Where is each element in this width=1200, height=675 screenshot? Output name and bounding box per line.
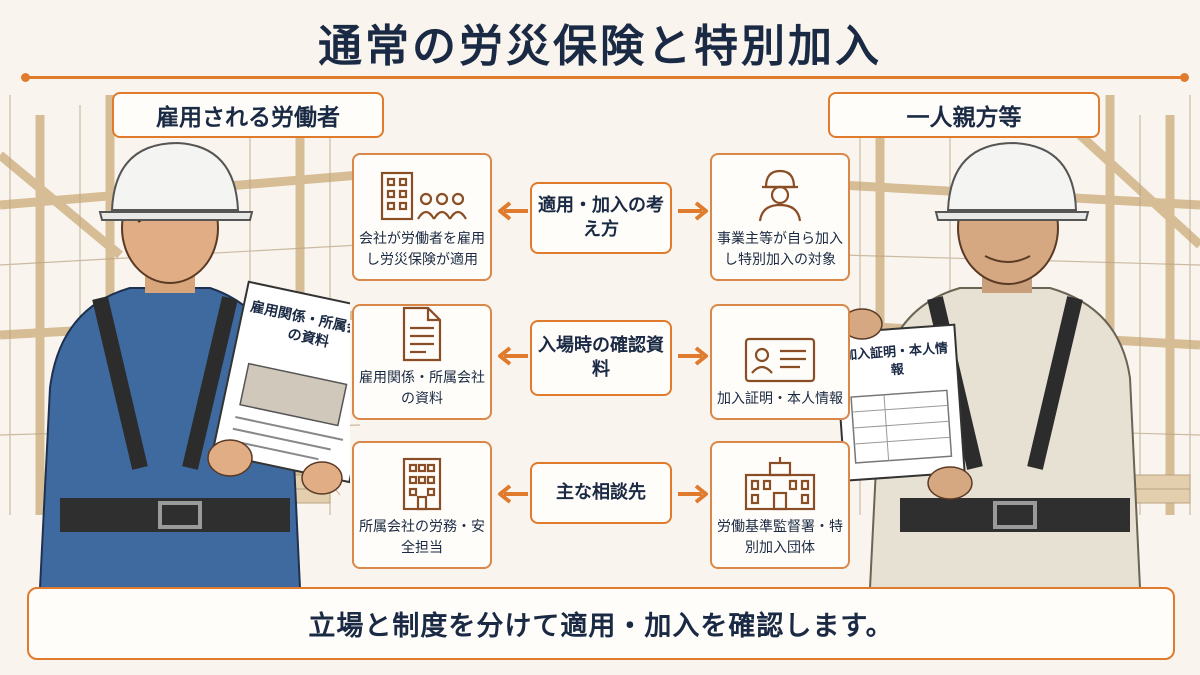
center-application-concept: 適用・加入の考え方 [530,182,672,254]
center-consultation: 主な相談先 [530,462,672,524]
card-left-documents: 雇用関係・所属会社の資料 [352,304,492,420]
card-left-application-text: 会社が労働者を雇用し労災保険が適用 [359,231,485,268]
arrow-right-icon [678,201,708,221]
card-right-documents-text: 加入証明・本人情報 [717,391,843,407]
arrow-right-icon [678,484,708,504]
sole-contractor-illustration: 加入証明・本人情報 [833,141,1142,588]
summary-banner: 立場と制度を分けて適用・加入を確認します。 [27,587,1175,660]
card-right-application-text: 事業主等が自ら加入し特別加入の対象 [717,231,843,268]
arrow-left-icon [498,201,528,221]
employed-worker-illustration: 雇用関係・所属会社の資料 [38,141,350,588]
title-divider [21,73,1189,82]
label-sole-contractor: 一人親方等 [828,92,1100,138]
card-left-contact-text: 所属会社の労務・安全担当 [359,519,485,556]
card-left-contact: 所属会社の労務・安全担当 [352,441,492,569]
card-right-contact: 労働基準監督署・特別加入団体 [710,441,850,569]
label-employed-worker: 雇用される労働者 [112,92,384,138]
document-icon [402,306,442,362]
office-building-icon [402,457,442,511]
right-document-text: 加入証明・本人情報 [843,341,949,378]
arrow-left-icon [498,484,528,504]
center-entry-documents: 入場時の確認資料 [530,320,672,396]
page-title: 通常の労災保険と特別加入 [318,21,882,72]
company-workers-icon [380,171,467,221]
person-helmet-icon [758,169,802,222]
card-left-application: 会社が労働者を雇用し労災保険が適用 [352,153,492,281]
id-card-icon [744,337,816,383]
government-building-icon [744,457,816,511]
arrow-right-icon [678,346,708,366]
card-right-application: 事業主等が自ら加入し特別加入の対象 [710,153,850,281]
card-left-documents-text: 雇用関係・所属会社の資料 [359,370,485,407]
card-right-contact-text: 労働基準監督署・特別加入団体 [717,519,843,556]
card-right-documents: 加入証明・本人情報 [710,304,850,420]
arrow-left-icon [498,346,528,366]
